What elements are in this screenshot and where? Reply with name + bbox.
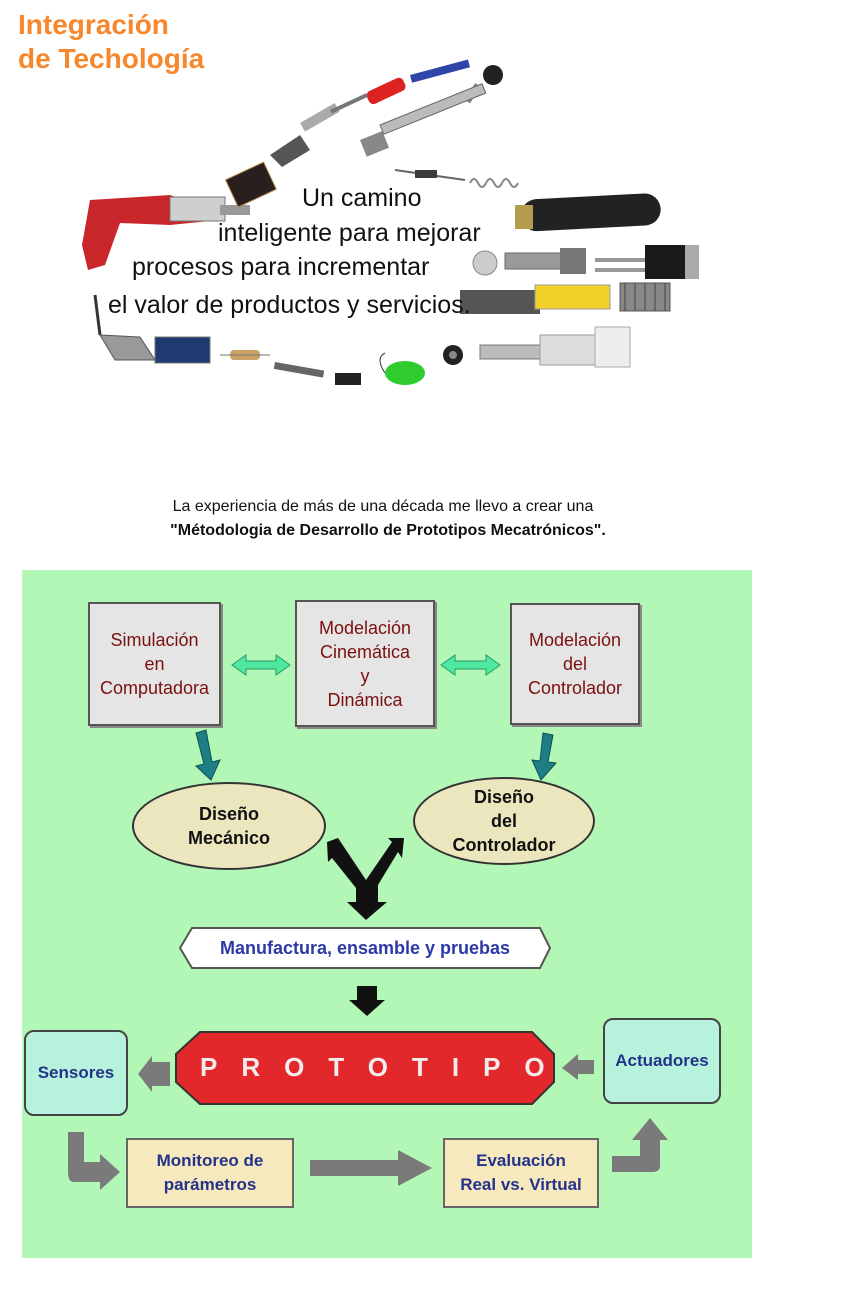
nut-icon [443,345,463,365]
ctrl-box-line-1: Modelación [528,630,622,650]
chip-icon [224,161,277,208]
merge-arrow-icon [327,838,404,920]
teal-down-arrow-icon [194,729,221,781]
title-line-2: de Techología [18,43,205,74]
title-line-1: Integración [18,9,169,40]
mech-oval-line-2: Mecánico [187,828,271,848]
controller-design-oval: Diseño del Controlador [413,777,595,865]
prototype-shape [175,1031,555,1105]
connector-icon [515,193,661,232]
monitor-line-2: parámetros [163,1175,257,1194]
curve-arrow-icon [68,1132,120,1190]
manufacture-label: Manufactura, ensamble y pruebas [219,938,511,958]
left-arrow-icon [138,1056,170,1092]
ctrl-oval-line-2: del [490,811,517,831]
ctrl-oval-line-3: Controlador [452,835,556,855]
prototype-label: PROTOTIPO [200,1052,569,1082]
actuators-box: Actuadores [603,1018,721,1104]
sensors-box: Sensores [24,1030,128,1116]
double-arrow-icon [231,654,291,676]
board-icon [154,336,211,364]
curve-up-arrow-icon [612,1118,668,1172]
down-arrow-icon [349,986,385,1016]
teal-down-arrow-icon [531,732,558,781]
ctrl-oval-line-1: Diseño [473,787,534,807]
spring-icon [469,178,519,188]
right-arrow-icon [310,1150,432,1186]
evaluation-line-1: Evaluación [476,1151,566,1170]
caliper-icon [360,83,487,157]
sim-box-line-3: Computadora [99,678,210,698]
plug-icon [335,373,361,385]
wire-icon [273,362,325,378]
sensor-icon [504,248,586,274]
intro-text: La experiencia de más de una década me l… [0,495,856,543]
tagline-line-2: inteligente para mejorar [218,219,481,247]
washer-icon [472,250,498,276]
monitoring-box: Monitoreo de parámetros [126,1138,294,1208]
pen-icon [410,59,471,83]
intro-line-2: "Métodologia de Desarrollo de Prototipos… [170,522,606,539]
mechanical-design-oval: Diseño Mecánico [132,782,326,870]
regulator-icon [595,245,699,279]
sim-box-line-2: en [144,654,165,674]
spark-plug-icon [479,326,631,368]
sim-box-line-1: Simulación [110,630,199,650]
model-box-line-1: Modelación [318,617,412,638]
model-box-line-4: Dinámica [327,689,403,710]
red-screwdriver-icon [330,77,406,114]
model-box-line-2: Cinemática [319,641,411,662]
worm-gear-icon [619,282,671,312]
evaluation-line-2: Real vs. Virtual [460,1175,582,1194]
simulation-box: Simulación en Computadora [88,602,221,726]
resistor-icon [394,169,466,181]
ctrl-box-line-2: del [562,654,588,674]
monitor-line-1: Monitoreo de [156,1151,264,1170]
mech-oval-line-1: Diseño [198,804,259,824]
tagline-line-4: el valor de productos y servicios. [108,291,471,319]
double-arrow-icon [440,654,501,676]
micrometer-icon [270,103,340,167]
ctrl-box-line-3: Controlador [527,678,623,698]
mouse-icon [379,352,425,385]
tape-measure-icon [460,284,611,314]
model-box-line-3: y [360,665,370,686]
manufacture-banner-shape [178,927,552,969]
screwdriver-tool-icon [82,195,250,270]
tagline-line-1: Un camino [302,184,422,212]
page-title: Integración de Techología [18,8,204,76]
tools-illustration [82,59,699,385]
resistor-small-icon [220,350,270,360]
kinematics-box: Modelación Cinemática y Dinámica [295,600,435,727]
controller-model-box: Modelación del Controlador [510,603,640,725]
evaluation-box: Evaluación Real vs. Virtual [443,1138,599,1208]
tagline-line-3: procesos para incrementar [132,253,430,281]
intro-line-1: La experiencia de más de una década me l… [172,498,594,515]
left-arrow-icon [562,1054,594,1080]
